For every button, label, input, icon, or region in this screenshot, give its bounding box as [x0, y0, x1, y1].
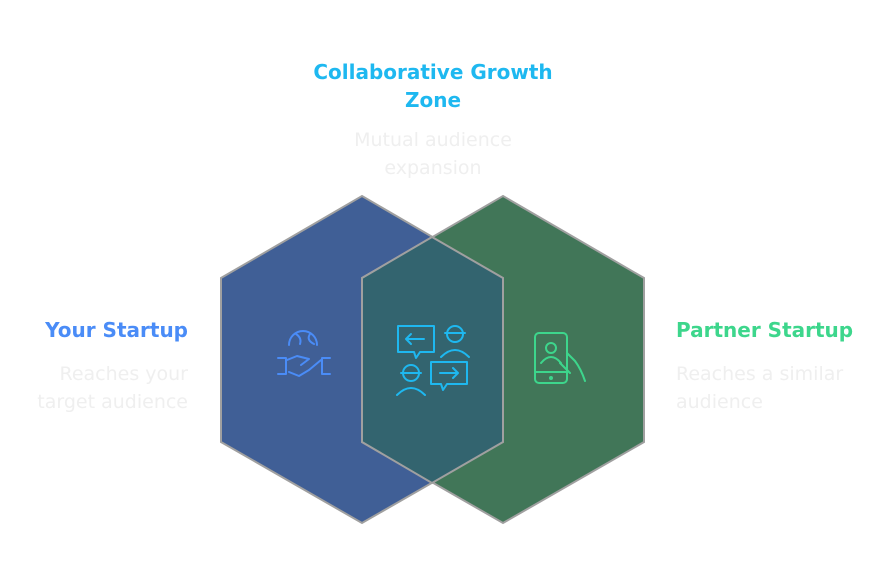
- center-title-line: Zone: [404, 88, 462, 112]
- handshake-globe-icon: [277, 330, 331, 377]
- center-description-line: Mutual audience: [354, 129, 512, 151]
- right-title: Partner Startup: [676, 318, 854, 342]
- phone-person-hand-icon: [534, 332, 586, 384]
- right-description-line: Reaches a similar: [676, 363, 844, 385]
- left-description-line: target audience: [37, 391, 188, 413]
- chat-exchange-people-icon: [396, 325, 470, 396]
- left-title: Your Startup: [45, 318, 188, 342]
- right-description-line: audience: [676, 391, 763, 413]
- left-description: Reaches your target audience: [37, 360, 188, 416]
- overlap-region: [361, 235, 504, 485]
- right-description: Reaches a similar audience: [676, 360, 843, 416]
- center-title: Collaborative Growth Zone: [280, 58, 586, 114]
- center-title-line: Collaborative Growth: [313, 60, 553, 84]
- center-description: Mutual audience expansion: [300, 126, 566, 182]
- center-description-line: expansion: [384, 157, 482, 179]
- left-description-line: Reaches your: [59, 363, 188, 385]
